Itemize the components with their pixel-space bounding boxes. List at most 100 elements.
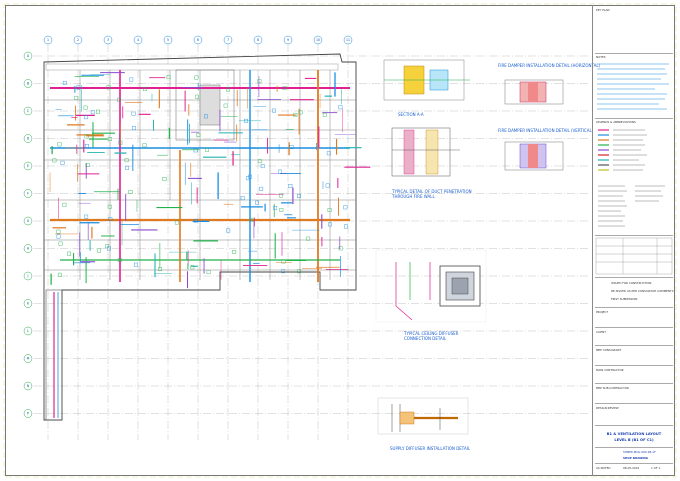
project-label: PROJECT [596, 310, 609, 314]
diffuser-symbol [249, 217, 254, 222]
grid-row-G: G [23, 216, 33, 226]
legend-symbols [598, 129, 665, 227]
grid-row-K: K [23, 299, 33, 308]
scale-value: AS NOTED [596, 466, 611, 470]
diffuser-symbol [255, 200, 259, 205]
diffuser-symbol [134, 262, 138, 267]
revision-1: ISSUED FOR CONSTRUCTION [611, 281, 652, 285]
diffuser-symbol [57, 142, 62, 147]
detail-section-a-a [391, 127, 460, 177]
grid-row-F: F [23, 189, 33, 198]
drawing-title-line1: B1 & VENTILATION LAYOUT [606, 432, 662, 436]
diffuser-symbol [293, 112, 298, 117]
diffuser-symbol [344, 224, 348, 229]
diffuser-symbol [128, 189, 133, 194]
grid-lines [34, 44, 590, 440]
diffuser-symbol [90, 110, 95, 115]
title-block: KEY PLAN NOTES LEGENDS & ABBREVIATIONS [592, 5, 675, 476]
svg-text:A: A [27, 54, 30, 58]
diffuser-symbol [129, 77, 134, 82]
mep-contractor-label: MEP SUB-CONTRACTOR [596, 386, 629, 390]
diffuser-symbol [297, 269, 302, 274]
diffuser-symbol [327, 208, 332, 212]
svg-text:J: J [27, 274, 29, 278]
svg-text:8: 8 [257, 38, 259, 42]
legend-label: LEGENDS & ABBREVIATIONS [596, 120, 636, 124]
contractor-label: MAIN CONTRACTOR [596, 368, 624, 372]
diffuser-symbol [166, 75, 171, 80]
diffuser-symbol [190, 265, 195, 270]
diffuser-symbol [60, 160, 65, 165]
svg-text:F: F [27, 192, 29, 196]
diffuser-symbol [289, 145, 294, 149]
sheet-value: 1 OF 1 [651, 466, 661, 470]
diffuser-symbol [131, 111, 136, 116]
svg-text:11: 11 [346, 38, 350, 42]
diffuser-symbol [117, 257, 122, 262]
svg-text:G: G [27, 219, 30, 223]
diffuser-symbol [328, 222, 332, 227]
diffuser-symbol [288, 184, 293, 188]
grid-column-10: 10 [313, 35, 323, 45]
diffuser-symbol [322, 112, 327, 117]
diffuser-symbol [257, 79, 262, 84]
diffuser-symbol [162, 177, 167, 181]
client-label: CLIENT [596, 330, 606, 334]
detail-fire-damper-section [383, 59, 470, 101]
diffuser-symbol [205, 147, 209, 152]
grid-column-8: 8 [253, 35, 263, 45]
grid-column-7: 7 [223, 35, 233, 45]
svg-text:C: C [27, 109, 30, 113]
grid-column-9: 9 [283, 35, 293, 45]
grid-row-M: M [23, 354, 33, 363]
diffuser-symbol [204, 114, 208, 119]
diffuser-symbol [343, 205, 348, 210]
diffuser-symbol [296, 194, 301, 198]
diffuser-symbol [244, 118, 248, 123]
detail-title-supply-diffuser: SUPPLY DIFFUSER INSTALLATION DETAIL [390, 446, 471, 451]
svg-text:1: 1 [47, 38, 49, 42]
grid-column-4: 4 [133, 35, 143, 45]
detail-title-section-a-a: SECTION A-A [398, 112, 424, 117]
diffuser-symbol [74, 95, 79, 100]
riser-shaft [45, 289, 63, 421]
diffuser-symbol [76, 85, 81, 90]
diffuser-symbol [56, 229, 61, 234]
svg-text:9: 9 [287, 38, 289, 42]
diffuser-symbol [52, 158, 57, 163]
svg-text:D: D [27, 137, 30, 141]
diffuser-symbol [108, 217, 113, 222]
diffuser-symbol [195, 94, 199, 99]
detail-title-fire-damper-h: FIRE DAMPER INSTALLATION DETAIL (HORIZON… [498, 63, 601, 68]
drawing-sheet [5, 5, 675, 476]
diffuser-symbol [158, 267, 162, 272]
diffuser-symbol [106, 85, 111, 90]
grid-row-A: A [23, 51, 33, 61]
diffuser-symbol [143, 87, 147, 91]
svg-text:E: E [27, 164, 29, 168]
detail-fire-damper-v [504, 141, 564, 171]
diffuser-symbol [117, 97, 121, 102]
diffuser-symbol [298, 110, 303, 115]
grid-row-N: N [23, 381, 33, 391]
diffuser-symbol [278, 169, 282, 174]
diffuser-symbol [84, 214, 89, 219]
svg-text:3: 3 [107, 38, 109, 42]
svg-text:B: B [27, 82, 29, 86]
diffuser-symbol [326, 151, 331, 156]
duct-network[interactable] [49, 70, 371, 289]
diffuser-symbol [142, 143, 147, 148]
grid-column-3: 3 [103, 35, 113, 45]
grid-column-2: 2 [73, 35, 83, 45]
grid-column-1: 1 [43, 35, 53, 45]
detail-ceiling-diffuser [375, 249, 487, 323]
diffuser-symbol [226, 87, 230, 92]
diffuser-symbol [281, 259, 286, 264]
drawing-title-line2: LEVEL B (B1 OF C1) [614, 438, 654, 442]
grid-row-C: C [23, 106, 33, 116]
diffuser-symbol [193, 148, 198, 153]
revision-3: FIRST SUBMISSION [611, 297, 638, 301]
